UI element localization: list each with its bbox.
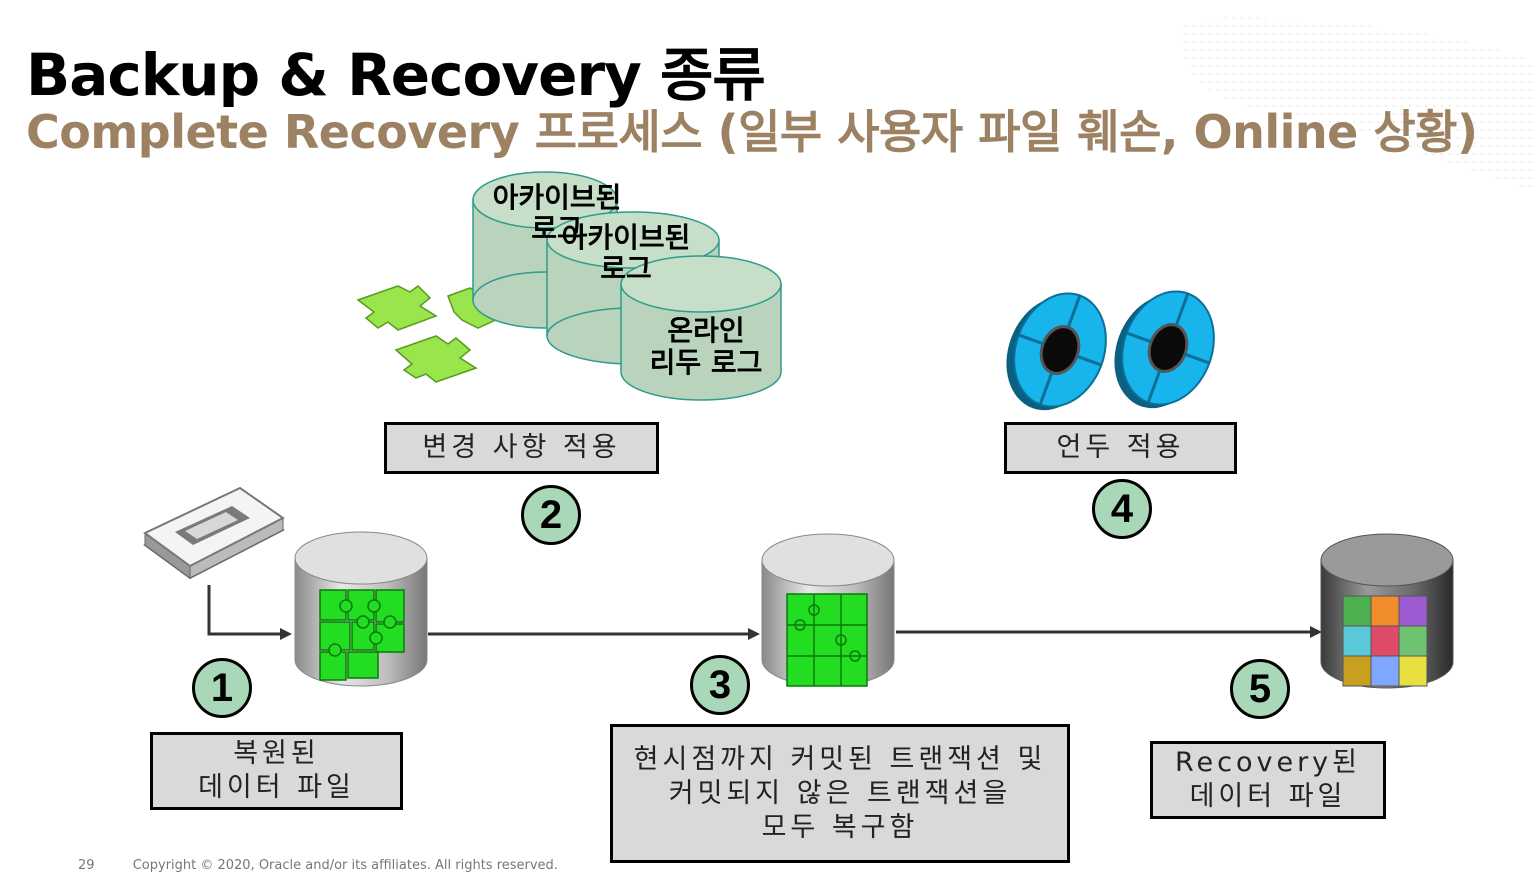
- step-4-label: 언두 적용: [1056, 432, 1185, 463]
- recovered-datafile-cylinder: [1320, 533, 1454, 689]
- copyright: Copyright © 2020, Oracle and/or its affi…: [132, 858, 558, 873]
- step-3-badge: 3: [690, 655, 750, 715]
- step-3-label: 현시점까지 커밋된 트랜잭션 및 커밋되지 않은 트랜잭션을 모두 복구함: [633, 743, 1047, 843]
- step-1-label: 복원된 데이터 파일: [198, 738, 355, 803]
- complete-puzzle: [786, 593, 868, 687]
- step-2-badge: 2: [521, 485, 581, 545]
- archived-log-2-label-line2: 로그: [600, 252, 652, 285]
- online-redo-label-line1: 온라인: [667, 314, 744, 347]
- step-3-box: 현시점까지 커밋된 트랜잭션 및 커밋되지 않은 트랜잭션을 모두 복구함: [610, 724, 1070, 863]
- step-5-badge: 5: [1230, 659, 1290, 719]
- step-4-badge: 4: [1092, 479, 1152, 539]
- step-5-box: Recovery된 데이터 파일: [1150, 741, 1386, 819]
- broken-puzzle: [319, 589, 405, 681]
- step-2-label: 변경 사항 적용: [422, 432, 621, 463]
- restored-datafile-cylinder: [294, 531, 428, 687]
- archived-log-1-label: 아카이브된: [493, 181, 622, 214]
- step-2-box: 변경 사항 적용: [384, 422, 659, 474]
- step-5-label: Recovery된 데이터 파일: [1174, 747, 1362, 812]
- slide-title: Backup & Recovery 종류: [26, 41, 766, 109]
- tape-cartridge-icon: [143, 486, 285, 580]
- footer: 29 Copyright © 2020, Oracle and/or its a…: [78, 858, 558, 873]
- undo-disk-icon: [1006, 290, 1215, 411]
- colored-puzzle: [1342, 595, 1428, 687]
- flow-arrows: [207, 585, 1322, 640]
- archived-log-1-label-line2: 로그: [531, 212, 583, 245]
- page-number: 29: [78, 858, 95, 873]
- background-swirl: [1178, 17, 1531, 190]
- online-redo-label-line2: 리두 로그: [650, 346, 763, 379]
- step-1-badge: 1: [192, 658, 252, 718]
- online-redo-log-cylinder: [620, 255, 782, 401]
- log-labels: 아카이브된 로그 아카이브된 로그 온라인 리두 로그: [493, 181, 763, 379]
- recovering-datafile-cylinder: [761, 533, 895, 687]
- slide-subtitle: Complete Recovery 프로세스 (일부 사용자 파일 훼손, On…: [26, 105, 1478, 159]
- puzzle-pieces-icon: [356, 285, 502, 383]
- archived-log-2-label: 아카이브된: [562, 221, 691, 254]
- step-1-box: 복원된 데이터 파일: [150, 732, 403, 810]
- step-4-box: 언두 적용: [1004, 422, 1237, 474]
